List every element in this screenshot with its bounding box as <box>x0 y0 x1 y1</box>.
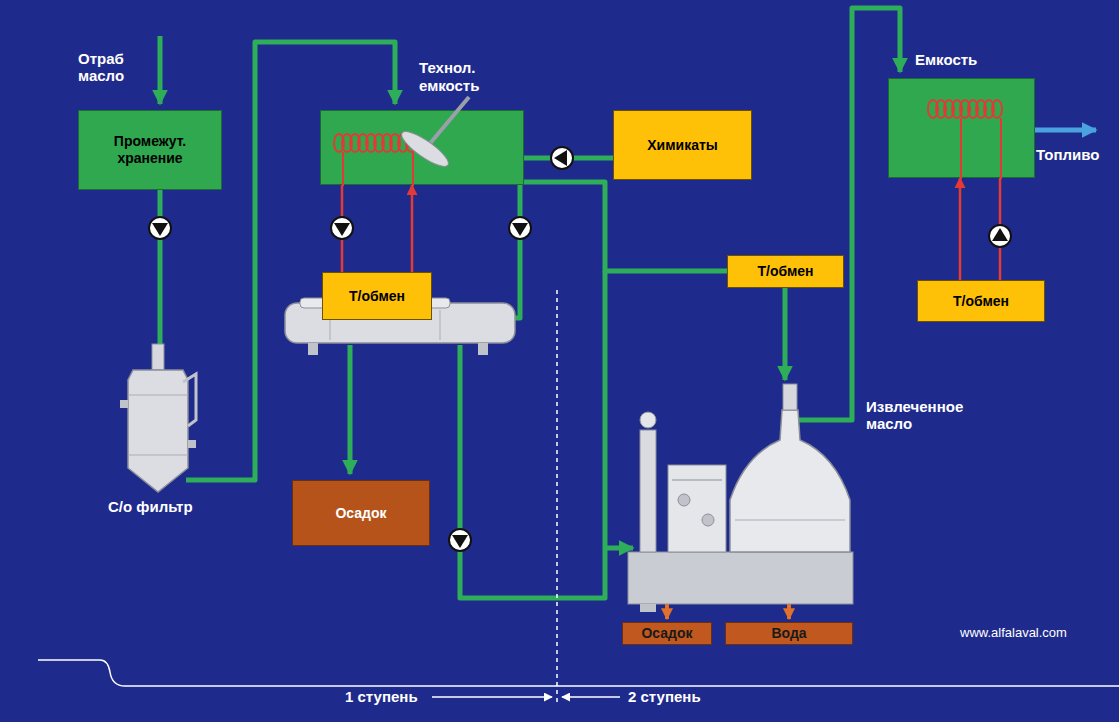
fuel-outlet <box>1035 128 1096 133</box>
tank-box: Технол. емкость <box>320 110 524 185</box>
filter-illustration <box>128 455 188 456</box>
stage-bracket <box>38 660 1119 686</box>
stage-arrow <box>562 696 620 698</box>
output-box: Осадок <box>622 622 712 645</box>
stage-label: 1 ступень <box>345 688 435 705</box>
heating-line <box>959 178 962 280</box>
stage-arrow <box>432 696 620 698</box>
mixer-propeller <box>397 126 452 171</box>
pipe-line <box>158 190 163 346</box>
tank-internals <box>321 111 523 184</box>
box-label: Промежут. хранение <box>87 133 213 167</box>
separator-illustration <box>730 410 850 552</box>
pump-symbol <box>509 217 531 239</box>
separator-illustration <box>640 412 656 428</box>
outlet-arrow <box>787 604 791 619</box>
stage-arrow <box>432 696 552 698</box>
box-label: Химикаты <box>647 137 718 154</box>
tank-internals <box>889 79 1034 177</box>
tank-box: Промежут. хранение <box>78 110 222 190</box>
pipe-line <box>348 345 353 474</box>
filter-illustration <box>128 370 188 492</box>
decanter-illustration <box>440 310 441 340</box>
outlet-arrow <box>667 604 789 619</box>
decanter-illustration <box>478 343 488 355</box>
box-label: Т/обмен <box>757 263 813 280</box>
pipe-line <box>186 42 395 480</box>
fuel-label: Топливо <box>1036 146 1114 163</box>
separator-illustration <box>735 520 845 521</box>
box-label: Осадок <box>641 625 692 642</box>
heating-coil <box>960 118 962 179</box>
product-label: Извлеченное масло <box>866 398 1006 433</box>
watermark: www.alfalaval.com <box>960 626 1110 641</box>
stage-label: 2 ступень <box>628 688 728 705</box>
tank-box: Емкость <box>888 78 1035 178</box>
heating-line <box>411 185 414 272</box>
separator-illustration <box>628 552 853 604</box>
filter-illustration <box>128 395 188 396</box>
box-label: Т/обмен <box>953 293 1009 310</box>
pump-symbol <box>449 529 471 551</box>
unit-box: Т/обмен <box>322 272 432 320</box>
pump-symbol <box>331 217 353 239</box>
separator-illustration <box>672 480 722 481</box>
outlet-arrow <box>665 604 669 619</box>
filter-illustration <box>152 344 164 370</box>
pump-symbol <box>551 147 573 169</box>
pipe-line <box>783 288 788 380</box>
separator-illustration <box>678 494 690 506</box>
tank-heading: Емкость <box>915 51 1025 69</box>
pipe-line <box>798 8 900 420</box>
heating-coil <box>1000 118 1002 179</box>
heating-coil <box>992 100 1002 118</box>
output-box: Осадок <box>292 480 430 546</box>
separator-illustration <box>783 384 797 410</box>
decanter-illustration <box>308 343 318 355</box>
input-label: Отраб масло <box>78 50 148 85</box>
mixer-propeller <box>427 97 469 147</box>
box-label: Осадок <box>335 505 386 522</box>
unit-box: Т/обмен <box>917 280 1045 322</box>
pump-symbol <box>989 225 1011 247</box>
filter-label: С/о фильтр <box>108 498 238 515</box>
separator-illustration <box>628 384 853 612</box>
unit-box: Химикаты <box>613 110 752 180</box>
pipe-line <box>158 36 163 104</box>
unit-box: Т/обмен <box>727 255 844 288</box>
output-box: Вода <box>725 622 853 645</box>
box-label: Вода <box>771 625 806 642</box>
box-label: Т/обмен <box>349 288 405 305</box>
stage-divider <box>556 290 558 706</box>
pump-symbol <box>149 217 171 239</box>
separator-illustration <box>640 604 656 612</box>
heating-coil <box>412 152 414 186</box>
filter-illustration <box>120 344 196 492</box>
filter-illustration <box>120 400 128 408</box>
separator-illustration <box>640 430 656 552</box>
filter-illustration <box>183 374 196 426</box>
heating-coil <box>928 100 1002 179</box>
heating-coil <box>334 134 416 186</box>
heating-coil <box>342 152 344 186</box>
pipe-line <box>160 8 900 598</box>
pipe-line <box>605 546 633 551</box>
filter-illustration <box>188 440 196 448</box>
separator-illustration <box>702 514 714 526</box>
mixer-propeller <box>397 97 469 172</box>
tank-heading: Технол. емкость <box>419 59 519 95</box>
separator-illustration <box>668 465 726 552</box>
